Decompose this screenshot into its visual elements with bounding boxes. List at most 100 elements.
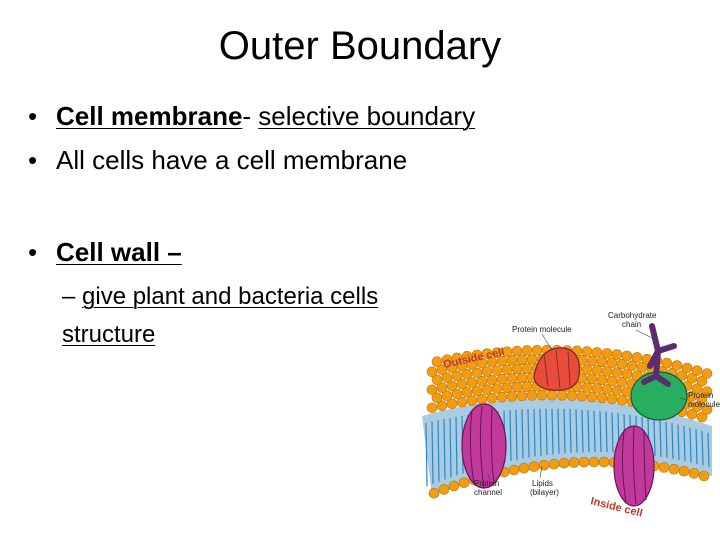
term-cell-wall: Cell wall – — [56, 237, 182, 267]
lipid-tail — [437, 420, 440, 482]
protein-channel-right — [613, 425, 655, 507]
lipid-head — [431, 392, 443, 403]
lipid-head — [686, 409, 698, 420]
lipid-tail — [707, 432, 710, 467]
lipid-head — [701, 404, 713, 415]
lipid-tail — [701, 430, 704, 466]
lipid-head — [556, 390, 568, 401]
lipid-head — [511, 363, 523, 375]
bullet-dot: • — [28, 145, 38, 175]
bullet-dot: • — [28, 101, 38, 131]
lipid-head — [658, 462, 670, 473]
lipid-head — [501, 382, 513, 394]
lipid-head — [431, 356, 443, 367]
lipid-head — [501, 364, 513, 376]
sub-bullet-line2: structure — [62, 320, 155, 350]
lipid-head — [701, 386, 713, 397]
lipid-tail — [449, 417, 452, 478]
lipid-head — [426, 384, 438, 396]
lipid-head — [521, 381, 533, 392]
lipid-head — [438, 484, 450, 495]
bullet-all-cells: • All cells have a cell membrane — [28, 144, 407, 176]
lipid-head — [516, 354, 528, 366]
lipid-tail — [659, 420, 662, 457]
lipid-tail — [677, 424, 680, 461]
protein-channel-left — [461, 403, 507, 489]
lipid-tail — [551, 408, 554, 455]
lipid-tail — [431, 421, 434, 484]
lipid-head — [611, 349, 623, 360]
lipid-head — [631, 352, 643, 363]
lipid-tail — [689, 427, 692, 463]
lipid-tail — [665, 421, 668, 458]
label-carbohydrate-1: Carbohydrate — [608, 311, 657, 320]
lipid-head — [516, 372, 528, 384]
lipid-head — [691, 383, 703, 394]
lipid-head — [636, 362, 648, 373]
label-lipids-1: Lipids — [532, 479, 553, 488]
lipid-head — [441, 390, 453, 402]
lipid-head — [601, 348, 613, 359]
lipid-tail — [455, 416, 458, 476]
lipid-head — [526, 354, 538, 365]
slide-title: Outer Boundary — [218, 24, 502, 68]
lipid-head — [436, 364, 448, 375]
lipid-tail — [653, 419, 656, 457]
lipid-head — [591, 347, 603, 358]
lipid-head — [521, 363, 533, 374]
bullet-text: All cells have a cell membrane — [56, 145, 408, 175]
lipid-head — [696, 411, 708, 423]
lipid-head — [578, 456, 590, 468]
lipid-head — [668, 463, 680, 475]
lipid-head — [688, 468, 700, 479]
term-cell-membrane: Cell membrane — [56, 101, 243, 131]
lipid-head — [566, 390, 578, 401]
lipid-head — [426, 366, 438, 378]
lipid-head — [538, 459, 550, 471]
lipid-head — [521, 345, 533, 356]
separator: - — [242, 101, 259, 131]
lipid-tail — [581, 409, 584, 453]
lipid-head — [436, 400, 448, 411]
lipid-tail — [671, 423, 674, 459]
lipid-head — [581, 364, 593, 375]
lipid-head — [506, 391, 518, 402]
lipid-head — [671, 360, 683, 371]
lipid-head — [691, 365, 703, 376]
lipid-head — [698, 470, 710, 482]
label-protein-channel-2: channel — [474, 488, 502, 497]
lipid-head — [696, 375, 708, 387]
lipid-head — [441, 372, 453, 384]
lipid-tail — [587, 410, 590, 453]
lipid-tail — [695, 429, 698, 464]
lipid-head — [528, 461, 540, 472]
lipid-tail — [515, 409, 518, 460]
lipid-tail — [527, 409, 530, 458]
label-protein-channel-1: Protein — [474, 479, 499, 488]
lipid-tail — [575, 409, 578, 453]
lipid-tail — [521, 409, 524, 459]
lipid-tail — [599, 411, 602, 453]
lipid-head — [428, 487, 440, 499]
carbohydrate-chain — [641, 323, 677, 387]
lipid-tail — [443, 419, 446, 480]
lipid-tail — [425, 423, 428, 487]
lipid-tail — [563, 408, 566, 454]
lipid-tail — [533, 408, 536, 457]
lipid-tail — [545, 408, 548, 455]
lipid-head — [441, 354, 453, 366]
lipid-head — [621, 350, 633, 362]
lipid-head — [511, 381, 523, 393]
lipid-head — [536, 389, 548, 401]
lipid-tail — [557, 408, 560, 454]
cell-membrane-diagram: Outside cell Inside cell Protein molecul… — [412, 306, 720, 536]
label-protein-right-2: molecule — [688, 400, 720, 409]
lipid-head — [531, 345, 543, 356]
definition-selective-boundary: selective boundary — [258, 101, 476, 131]
lipid-head — [526, 390, 538, 401]
lipid-tail — [539, 408, 542, 456]
label-protein-right-1: Protein — [688, 391, 713, 400]
lipid-tail — [569, 409, 572, 453]
lipid-head — [518, 462, 530, 474]
